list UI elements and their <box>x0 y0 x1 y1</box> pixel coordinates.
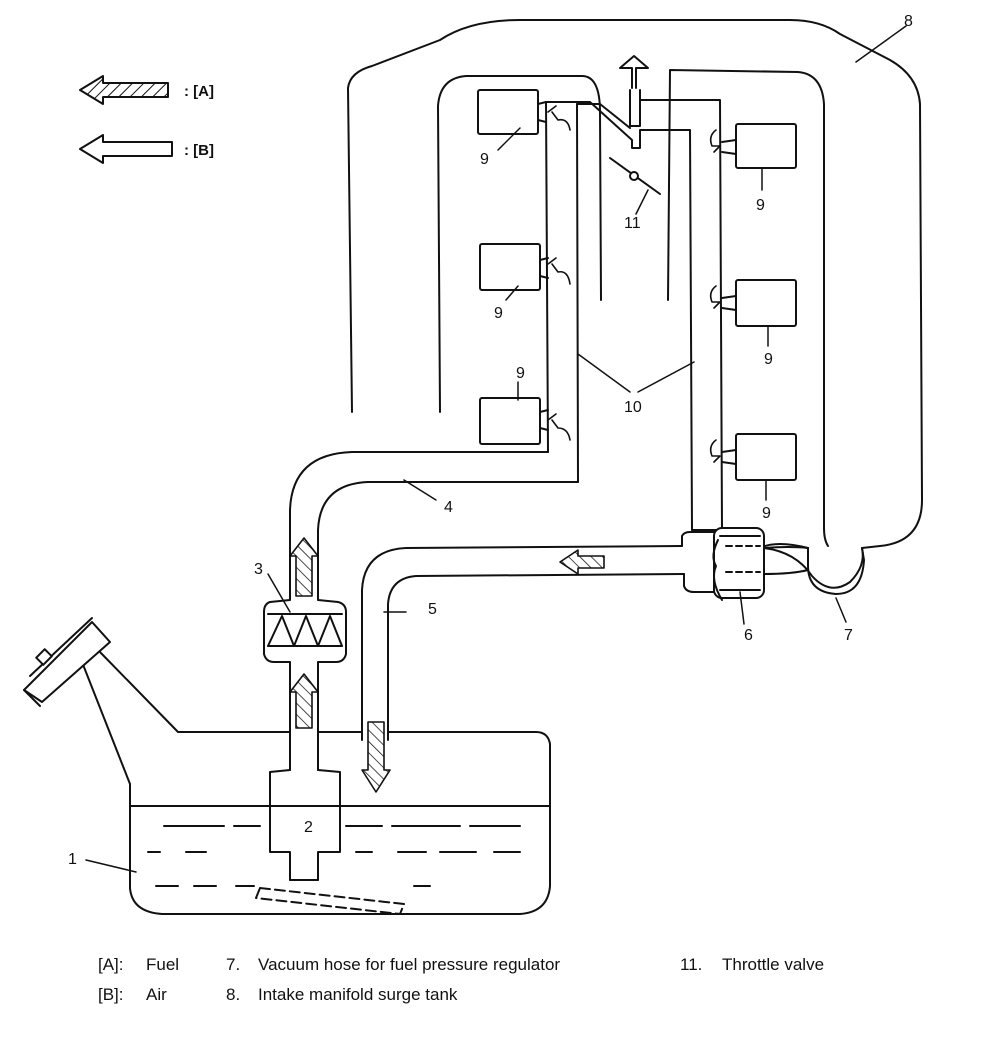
throttle-valve <box>609 157 661 195</box>
fuel-spray-arrow-icon <box>547 105 721 463</box>
leader-lines <box>85 25 907 873</box>
fuel-return-pipe <box>361 545 685 741</box>
injector-left-3 <box>479 397 549 445</box>
callout-10: 10 <box>624 399 642 416</box>
fuel-strainer <box>255 887 405 915</box>
fuel-feed-pipe <box>289 451 579 569</box>
fuel-flow-arrow-icon <box>289 673 319 729</box>
fuel-flow-arrow-icon <box>361 721 391 793</box>
caption-11-number: 11. <box>680 955 703 974</box>
caption-11-text: Throttle valve <box>722 955 825 974</box>
caption-8-number: 8. <box>226 985 241 1004</box>
callout-9-left-1: 9 <box>480 151 489 168</box>
callout-2: 2 <box>304 819 313 836</box>
caption-7-text: Vacuum hose for fuel pressure regulator <box>258 955 561 974</box>
fuel-delivery-pipe-left <box>545 101 693 531</box>
caption-a-text: Fuel <box>146 955 180 974</box>
injector-left-1 <box>477 89 547 135</box>
injector-left-2 <box>479 243 549 291</box>
injector-right-2 <box>721 279 797 327</box>
fuel-delivery-pipe-right <box>639 99 723 531</box>
caption-a-code: [A]: <box>98 955 124 974</box>
callout-9-left-2: 9 <box>494 305 503 322</box>
callout-9-right-2: 9 <box>764 351 773 368</box>
air-outlet-arrow-icon <box>619 55 649 127</box>
fuel-flow-arrow-icon <box>559 549 605 575</box>
caption-8-text: Intake manifold surge tank <box>258 985 458 1004</box>
callout-labels: 1 2 3 4 5 6 7 8 9 9 9 9 9 9 10 11 : [A] … <box>68 13 913 868</box>
injector-right-1 <box>721 123 797 169</box>
callout-3: 3 <box>254 561 263 578</box>
caption-7-number: 7. <box>226 955 241 974</box>
vacuum-hose <box>763 547 864 589</box>
callout-9-right-1: 9 <box>756 197 765 214</box>
callout-6: 6 <box>744 627 753 644</box>
caption-b-code: [B]: <box>98 985 124 1004</box>
pump-outlet-pipe <box>289 699 319 771</box>
callout-8: 8 <box>904 13 913 30</box>
callout-11: 11 <box>624 215 641 232</box>
callout-5: 5 <box>428 601 437 618</box>
injector-right-3 <box>721 433 797 481</box>
callout-9-right-3: 9 <box>762 505 771 522</box>
callout-9-left-3: 9 <box>516 365 525 382</box>
fuel-filter <box>263 567 347 701</box>
caption-b-text: Air <box>146 985 167 1004</box>
callout-4: 4 <box>444 499 453 516</box>
legend-air-label: : [B] <box>184 142 214 159</box>
legend-air-arrow-icon <box>79 134 173 164</box>
fuel-tank <box>23 617 551 915</box>
legend-fuel-label: : [A] <box>184 83 214 100</box>
fuel-pump <box>269 769 341 881</box>
fuel-pressure-regulator <box>681 527 809 601</box>
callout-7: 7 <box>844 627 853 644</box>
intake-manifold-surge-tank <box>347 19 923 595</box>
callout-1: 1 <box>68 851 77 868</box>
legend-fuel-arrow-icon <box>79 75 169 105</box>
fuel-flow-arrow-icon <box>289 537 319 597</box>
